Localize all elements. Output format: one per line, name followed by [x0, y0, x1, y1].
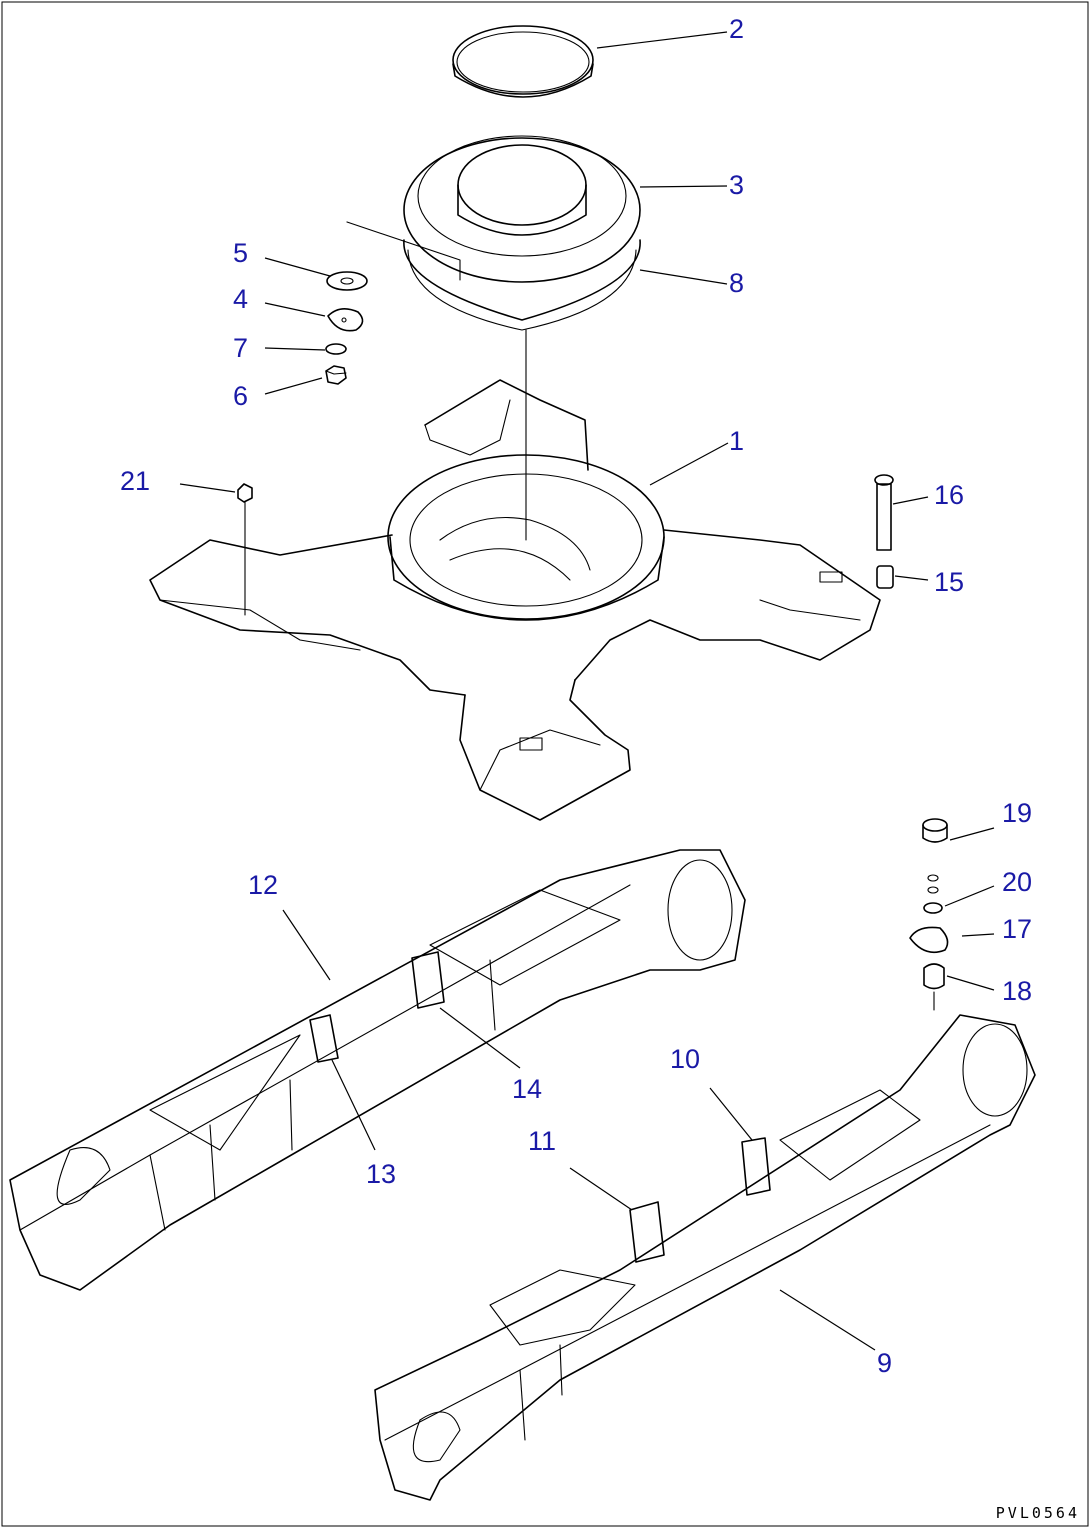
part-4-plate: [327, 308, 364, 332]
drawing-code: PVL0564: [996, 1504, 1080, 1522]
callout-11: 11: [528, 1126, 556, 1156]
callout-16: 16: [934, 480, 964, 510]
part-13-bracket: [309, 1014, 339, 1063]
callout-9: 9: [877, 1348, 892, 1378]
assembly-centerline-bolt: [346, 221, 461, 281]
callout-6: 6: [233, 381, 248, 411]
callout-17: 17: [1002, 914, 1032, 944]
part-17-plate: [909, 926, 949, 954]
callout-4: 4: [233, 284, 248, 314]
callout-10: 10: [670, 1044, 700, 1074]
part-6-nut: [325, 365, 347, 385]
callout-3: 3: [729, 170, 744, 200]
part-1-center-frame: [149, 379, 881, 821]
part-20-washer: [923, 874, 943, 914]
part-10-bracket: [741, 1137, 771, 1196]
callout-14: 14: [512, 1074, 542, 1104]
callout-1: 1: [729, 426, 744, 456]
callout-21: 21: [120, 466, 150, 496]
callout-15: 15: [934, 567, 964, 597]
part-12-track-frame-left: [9, 849, 746, 1291]
callout-7: 7: [233, 333, 248, 363]
part-2-cover-ring: [452, 25, 594, 98]
callout-2: 2: [729, 14, 744, 44]
callout-5: 5: [233, 238, 248, 268]
part-8-seal: [407, 249, 637, 331]
part-21-plug: [237, 483, 253, 616]
part-3-swing-circle: [403, 135, 641, 321]
part-16-bolt: [874, 474, 894, 551]
part-5-washer: [326, 271, 368, 291]
callout-12: 12: [248, 870, 278, 900]
leader-lines: [179, 31, 995, 1351]
part-14-bracket: [411, 951, 445, 1009]
callout-18: 18: [1002, 976, 1032, 1006]
part-15-bushing: [876, 565, 894, 589]
part-18-pin: [923, 963, 945, 1011]
part-7-washer: [325, 343, 347, 355]
callout-8: 8: [729, 268, 744, 298]
part-9-track-frame-right: [374, 1014, 1036, 1501]
part-19-cap: [922, 818, 948, 843]
callout-20: 20: [1002, 867, 1032, 897]
callout-13: 13: [366, 1159, 396, 1189]
callout-19: 19: [1002, 798, 1032, 828]
part-11-bracket: [629, 1201, 665, 1263]
